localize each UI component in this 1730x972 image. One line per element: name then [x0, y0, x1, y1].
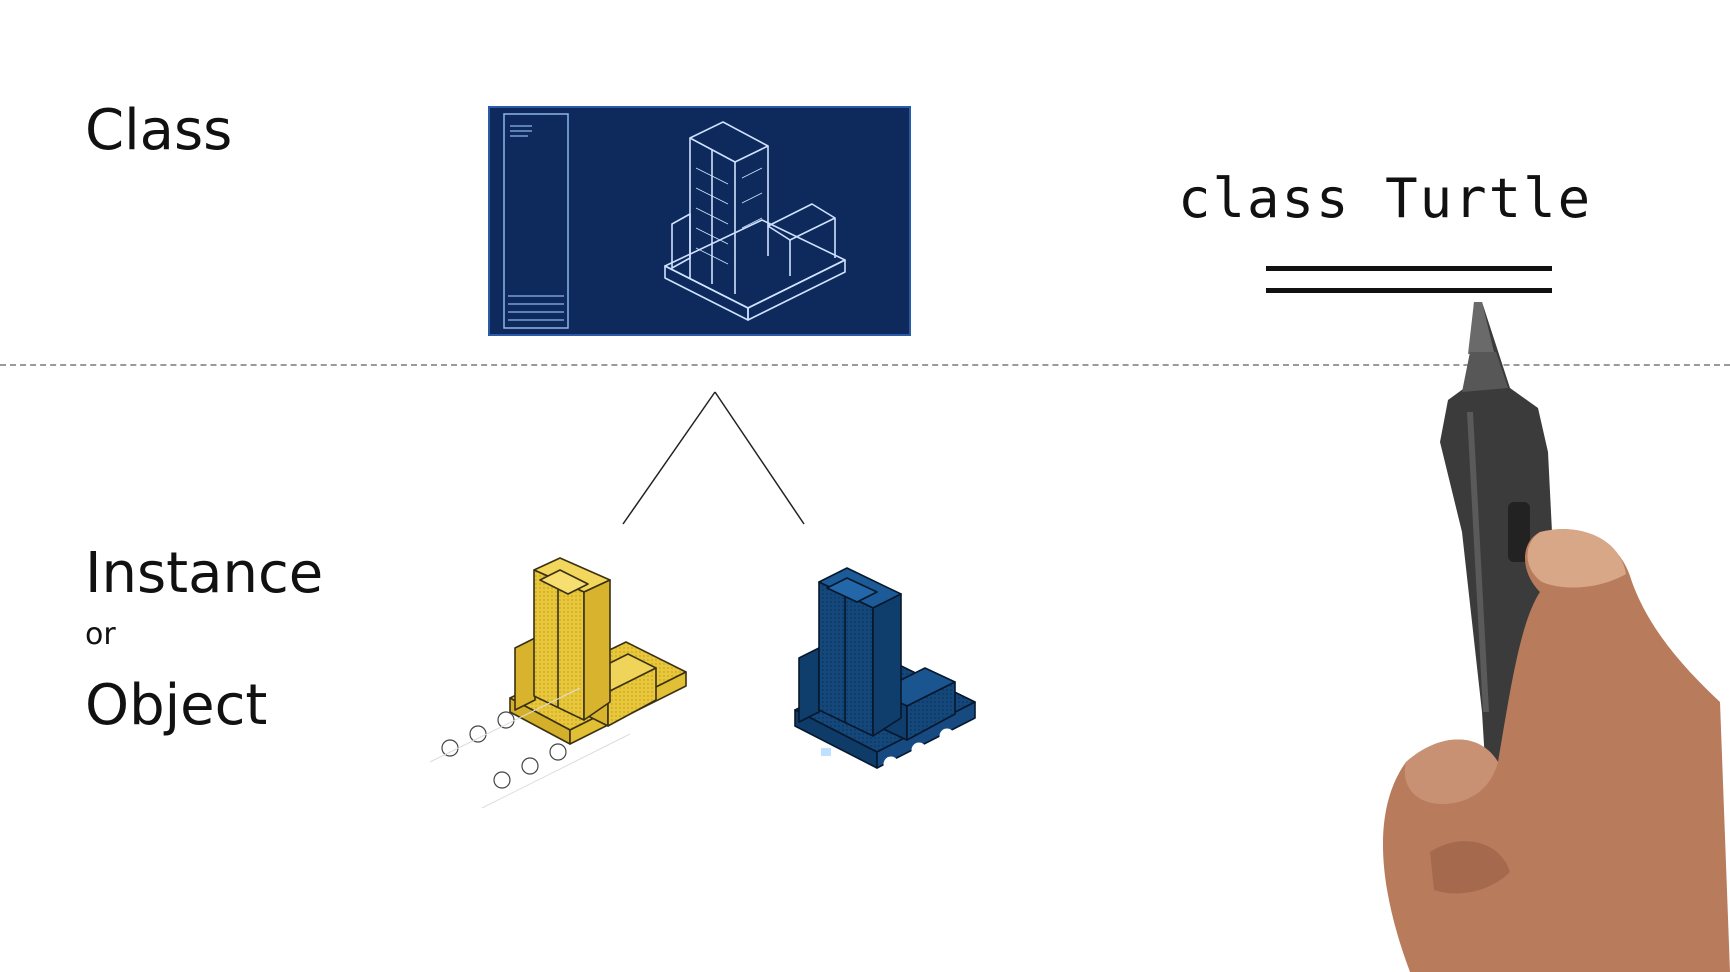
or-label: or	[85, 617, 116, 652]
stylus-pen-icon	[1382, 302, 1730, 972]
code-underline-bottom	[1266, 288, 1552, 293]
blue-building-icon	[794, 567, 976, 772]
section-divider	[0, 364, 1730, 366]
class-label: Class	[85, 98, 233, 163]
blueprint-icon	[488, 106, 911, 336]
object-label: Object	[85, 673, 268, 738]
yellow-building-icon	[429, 557, 687, 809]
instance-label: Instance	[85, 541, 324, 606]
code-underline-top	[1266, 266, 1552, 271]
class-code-text: class Turtle	[1178, 167, 1593, 230]
